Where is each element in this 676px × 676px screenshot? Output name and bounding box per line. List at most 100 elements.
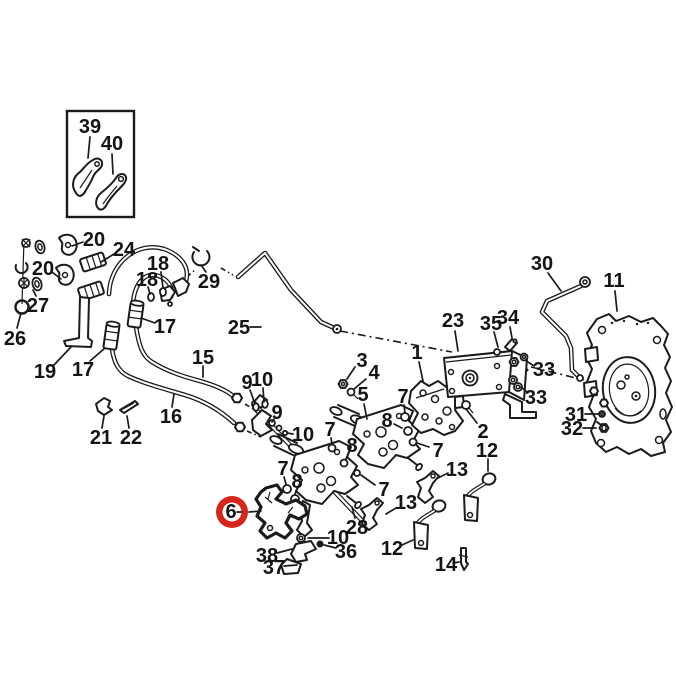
part-label-36-42: 36: [335, 541, 357, 563]
part-label-8-29: 8: [381, 410, 392, 432]
part-label-5-24: 5: [357, 384, 368, 406]
leader-line-17-8: [89, 347, 106, 362]
leader-line-26-6: [16, 312, 22, 329]
highlight-part-label: 6: [225, 501, 236, 523]
part-10-washer: [261, 399, 269, 409]
part-label-14-39: 14: [435, 554, 458, 576]
part-label-13-37: 13: [395, 492, 417, 514]
part-9-ring: [252, 402, 260, 412]
leader-line-24-3: [100, 253, 115, 263]
part-label-16-15: 16: [160, 406, 182, 428]
part-label-39-0: 39: [79, 116, 101, 138]
leader-line-29-12: [200, 264, 207, 273]
part-label-9-18: 9: [241, 372, 252, 394]
leader-line-5-24: [363, 403, 368, 420]
part-label-7-32: 7: [277, 458, 288, 480]
leader-line-13-35: [437, 472, 449, 479]
part-17-coupler-upper: [126, 299, 145, 329]
part-label-35-46: 35: [480, 313, 502, 335]
leader-line-7-34: [360, 474, 376, 486]
part-label-37-44: 37: [263, 557, 285, 579]
leader-line-14-39: [452, 561, 460, 564]
part-label-13-35: 13: [446, 459, 468, 481]
leader-line-33-50: [527, 361, 535, 367]
leader-line-2-31: [465, 408, 478, 424]
leader-line-9-20: [271, 418, 275, 423]
fittings-33-34-35: [493, 338, 529, 392]
part-label-23-45: 23: [442, 310, 464, 332]
leader-line-22-17: [126, 415, 130, 429]
part-13-lever-left: [360, 497, 384, 531]
leader-line-20-4: [51, 271, 62, 280]
leader-line-7-22: [330, 437, 333, 445]
leader-line-11-49: [614, 290, 618, 312]
leader-line-18-11: [147, 286, 151, 295]
part-label-4-26: 4: [368, 362, 380, 384]
part-label-30-48: 30: [531, 253, 553, 275]
leader-line-34-47: [509, 326, 513, 339]
part-label-21-16: 21: [90, 427, 112, 449]
part-18-ring-a: [159, 287, 167, 297]
part-label-20-2: 20: [83, 229, 105, 251]
part-label-18-10: 18: [147, 253, 169, 275]
part-2-washer: [461, 400, 471, 410]
part-35-ring: [493, 348, 501, 356]
part-label-1-27: 1: [411, 342, 422, 364]
leader-line-28-40: [351, 506, 356, 519]
leader-line-10-19: [262, 387, 265, 403]
leader-line-19-7: [52, 346, 72, 367]
part-24-coupler-lower: [77, 280, 105, 302]
part-label-27-5: 27: [27, 295, 49, 317]
part-label-17-9: 17: [154, 316, 176, 338]
leader-line-20-2: [71, 241, 84, 247]
elbow-fitting-a: [172, 277, 190, 297]
part-label-10-19: 10: [251, 369, 273, 391]
leader-line-39-0: [87, 136, 91, 159]
part-label-40-1: 40: [101, 133, 123, 155]
leader-line-7-28: [403, 404, 406, 414]
part-label-12-38: 12: [381, 538, 403, 560]
o-ring-26: [14, 299, 30, 315]
part-label-33-50: 33: [533, 359, 555, 381]
part-18-ring-b: [147, 292, 155, 302]
part-label-19-7: 19: [34, 361, 56, 383]
part-label-22-17: 22: [120, 427, 142, 449]
part-label-26-6: 26: [4, 328, 26, 350]
part-24-coupler-upper: [79, 251, 107, 273]
highlight-leader: [248, 510, 262, 513]
highlight-badge-center: [222, 502, 242, 522]
leader-line-38-43: [276, 548, 293, 554]
leader-line-12-38: [401, 539, 414, 546]
leader-line-7-30: [416, 442, 430, 448]
part-13-lever-right: [416, 470, 440, 504]
part-17-coupler-left: [102, 320, 121, 351]
clamps-and-couplers: [55, 233, 107, 302]
part-19-bracket: [63, 296, 93, 348]
part-label-33-51: 33: [525, 387, 547, 409]
leader-line-7-32: [283, 476, 287, 485]
part-label-38-43: 38: [256, 545, 278, 567]
leader-line-23-45: [454, 330, 459, 352]
part-label-15-14: 15: [192, 347, 214, 369]
part-40-clamp: [95, 173, 128, 211]
hose-assembly: [102, 245, 246, 433]
part-label-28-40: 28: [346, 517, 368, 539]
leader-line-30-48: [547, 272, 562, 292]
leader-line-13-37: [385, 507, 397, 515]
leader-line-3-25: [346, 366, 356, 380]
part-23-cover-plate: [443, 350, 537, 419]
leader-line-10-21: [286, 432, 294, 435]
leader-line-1-27: [418, 361, 424, 382]
leader-line-27-5: [32, 289, 37, 297]
leader-line-16-15: [171, 393, 175, 408]
leader-line-35-46: [493, 331, 499, 348]
part-label-11-49: 11: [603, 270, 624, 292]
part-label-9-20: 9: [271, 402, 282, 424]
part-label-18-11: 18: [136, 269, 158, 291]
leader-line-40-1: [111, 153, 114, 175]
part-label-31-52: 31: [565, 404, 587, 426]
part-label-34-47: 34: [497, 307, 520, 329]
part-label-20-4: 20: [32, 258, 54, 280]
